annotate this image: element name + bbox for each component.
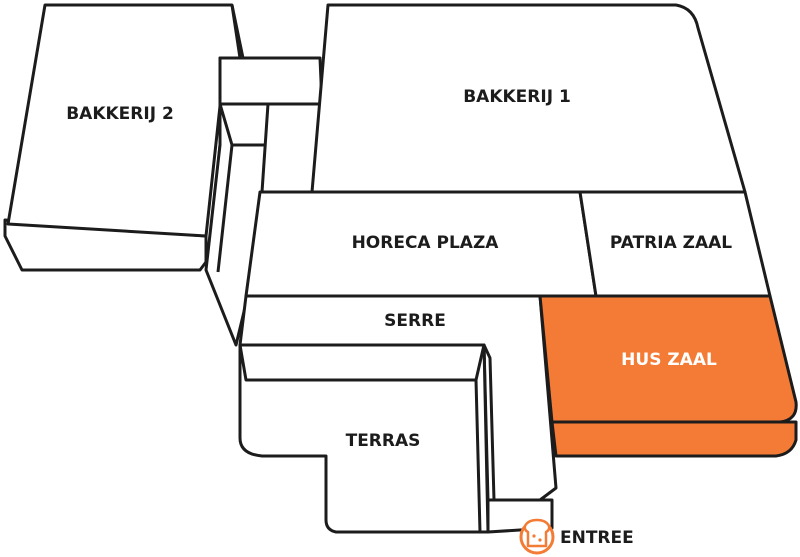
- label-bakkerij-1: BAKKERIJ 1: [463, 87, 571, 107]
- label-bakkerij-2: BAKKERIJ 2: [66, 104, 174, 124]
- room-bakkerij-2[interactable]: [3, 3, 245, 272]
- label-serre: SERRE: [384, 311, 446, 331]
- label-patria-zaal: PATRIA ZAAL: [610, 233, 732, 253]
- room-hus-zaal[interactable]: [538, 294, 798, 458]
- entrance-marker[interactable]: ENTREE: [519, 518, 634, 555]
- entrance-label: ENTREE: [560, 528, 634, 548]
- label-terras: TERRAS: [346, 431, 421, 451]
- label-hus-zaal: HUS ZAAL: [621, 350, 717, 370]
- room-bakkerij-1[interactable]: [310, 3, 747, 194]
- bread-icon: [519, 518, 555, 555]
- corridor-upper: [218, 56, 324, 106]
- room-terras[interactable]: [238, 343, 490, 534]
- label-horeca-plaza: HORECA PLAZA: [352, 233, 500, 253]
